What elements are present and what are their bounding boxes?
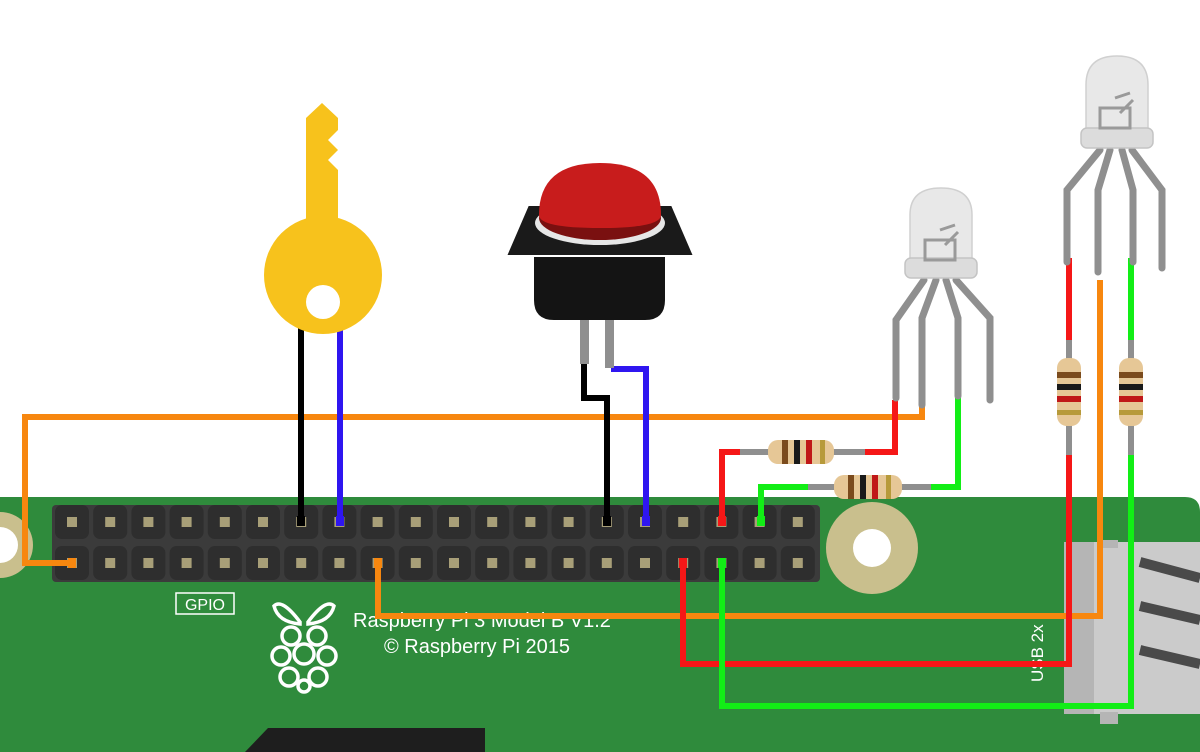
gpio-label: GPIO xyxy=(175,592,235,615)
key-icon xyxy=(264,103,382,334)
mounting-hole-right xyxy=(826,502,918,594)
gpio-pin xyxy=(792,517,803,527)
gpio-pin xyxy=(258,558,268,568)
push-button-icon xyxy=(504,163,696,368)
gpio-pin xyxy=(640,558,650,568)
rgb-led-2-icon xyxy=(1063,55,1166,276)
rgb-led-1-icon xyxy=(892,187,994,409)
wire-red-led2 xyxy=(680,430,1072,667)
wire-white-button xyxy=(588,372,612,394)
gpio-pin xyxy=(601,558,612,568)
gpio-pin xyxy=(258,517,268,527)
gpio-pin xyxy=(372,517,383,527)
resistor-vertical-1 xyxy=(1057,340,1081,455)
svg-text:GPIO: GPIO xyxy=(185,597,225,614)
gpio-pin xyxy=(67,517,77,527)
gpio-pin xyxy=(563,558,574,568)
gpio-pin xyxy=(143,517,154,527)
usb-label: USB 2x xyxy=(1028,624,1047,682)
resistor-horizontal-2 xyxy=(808,475,931,499)
wire-endpoints xyxy=(68,516,765,568)
gpio-pin xyxy=(449,517,459,527)
gpio-pins xyxy=(55,505,815,580)
gpio-pin xyxy=(296,558,307,568)
wire-green-led2 xyxy=(719,430,1134,709)
gpio-pin xyxy=(525,517,536,527)
gpio-pin xyxy=(449,558,459,568)
gpio-pin xyxy=(487,558,498,568)
raspberry-pi-logo-icon xyxy=(270,602,338,694)
gpio-pin xyxy=(181,517,192,527)
gpio-pin xyxy=(410,558,421,568)
gpio-pin xyxy=(219,517,230,527)
board-chip xyxy=(245,728,485,752)
gpio-pin xyxy=(678,517,689,527)
gpio-pin xyxy=(105,558,116,568)
resistor-vertical-2 xyxy=(1119,340,1143,455)
gpio-pin xyxy=(525,558,536,568)
gpio-pin xyxy=(334,558,345,568)
gpio-pin xyxy=(105,517,116,527)
gpio-pin xyxy=(219,558,230,568)
gpio-pin xyxy=(181,558,192,568)
gpio-pin xyxy=(563,517,574,527)
wire-blue-button xyxy=(611,366,649,520)
gpio-pin xyxy=(487,517,498,527)
board-copyright-text: © Raspberry Pi 2015 xyxy=(384,636,570,658)
gpio-pin xyxy=(792,558,803,568)
wire-orange-usb xyxy=(375,280,1103,619)
gpio-pin xyxy=(754,558,765,568)
wire-orange-gnd xyxy=(22,398,925,566)
wire-green-led1-leg xyxy=(905,396,961,490)
gpio-pin xyxy=(143,558,154,568)
wire-red-led1-leg xyxy=(855,400,898,455)
wire-black-button xyxy=(581,360,610,520)
gpio-pin xyxy=(410,517,421,527)
gpio-header xyxy=(52,505,820,582)
resistor-horizontal-1 xyxy=(740,440,865,464)
